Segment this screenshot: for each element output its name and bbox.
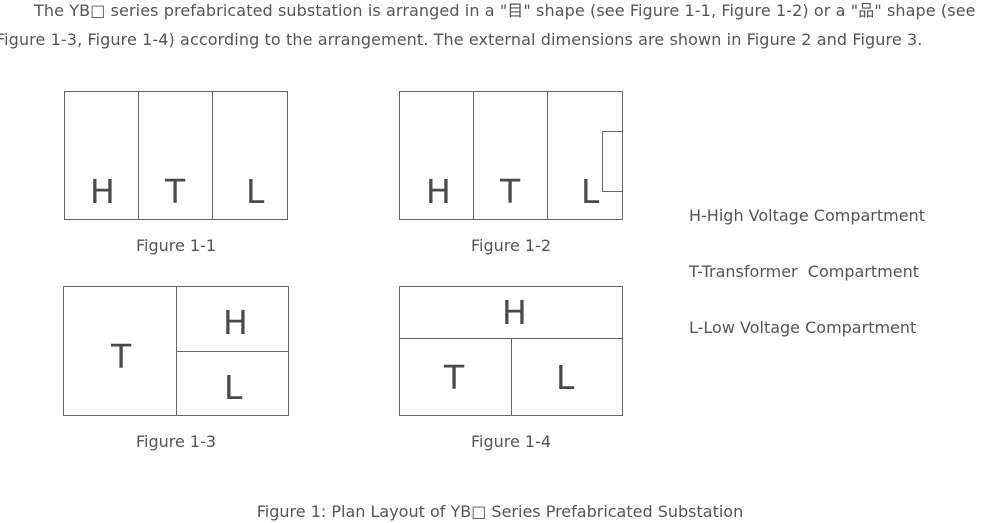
figure-1-4-cell-l: L bbox=[556, 358, 575, 397]
legend-item-h: H-High Voltage Compartment bbox=[689, 206, 925, 225]
figure-1-2-cell-h: H bbox=[426, 172, 451, 211]
figure-1-3-divider-horizontal bbox=[176, 351, 289, 352]
figure-1-4-cell-h: H bbox=[502, 293, 527, 332]
figure-1-1-cell-h: H bbox=[90, 172, 115, 211]
figure-1-2-cell-l: L bbox=[581, 172, 600, 211]
figure-1-2-divider-1 bbox=[473, 91, 474, 220]
legend-item-l: L-Low Voltage Compartment bbox=[689, 318, 917, 337]
figure-1-4-cell-t: T bbox=[444, 358, 465, 397]
intro-line-1: The YB□ series prefabricated substation … bbox=[34, 1, 976, 20]
figure-caption: Figure 1: Plan Layout of YB□ Series Pref… bbox=[256, 502, 744, 521]
figure-1-1-cell-l: L bbox=[246, 172, 265, 211]
figure-1-1-caption: Figure 1-1 bbox=[135, 236, 217, 255]
figure-1-2-side-door bbox=[602, 131, 623, 192]
figure-1-2-divider-2 bbox=[547, 91, 548, 220]
figure-1-3-cell-l: L bbox=[224, 368, 243, 407]
figure-1-1-divider-2 bbox=[212, 91, 213, 220]
figure-1-4-caption: Figure 1-4 bbox=[470, 432, 552, 451]
figure-1-2-cell-t: T bbox=[500, 172, 521, 211]
figure-1-1-divider-1 bbox=[138, 91, 139, 220]
legend-item-t: T-Transformer Compartment bbox=[689, 262, 919, 281]
figure-1-3-cell-t: T bbox=[111, 337, 132, 376]
figure-1-1-cell-t: T bbox=[165, 172, 186, 211]
figure-1-2-caption: Figure 1-2 bbox=[470, 236, 552, 255]
figure-1-4-divider-vertical bbox=[511, 338, 512, 416]
intro-line-2: Figure 1-3, Figure 1-4) according to the… bbox=[0, 30, 923, 49]
figure-1-3-cell-h: H bbox=[223, 303, 248, 342]
figure-1-1-outline bbox=[64, 91, 288, 220]
figure-1-3-caption: Figure 1-3 bbox=[135, 432, 217, 451]
